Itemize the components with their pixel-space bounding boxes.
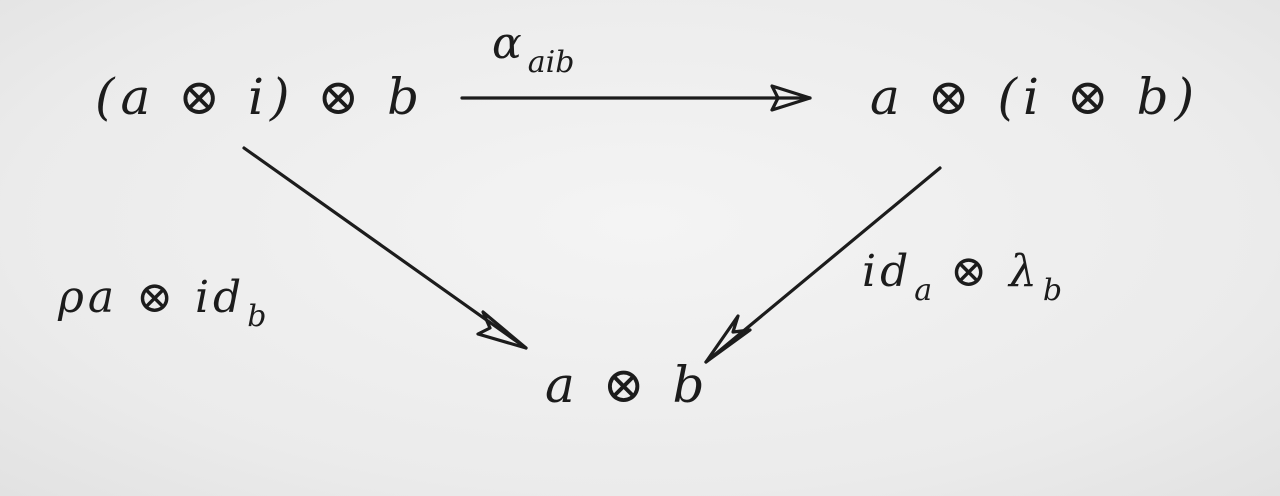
right-label-id: id <box>862 246 913 297</box>
right-label-id-subscript: a <box>914 273 933 308</box>
left-label-main: ρa ⊗ id <box>58 272 246 323</box>
arrow-label-left: ρa ⊗ idb <box>58 276 266 332</box>
arrow-associator <box>460 84 812 112</box>
arrow-label-right: ida ⊗ λb <box>862 250 1062 306</box>
associator-symbol: α <box>492 18 526 69</box>
right-label-subscript: b <box>1042 273 1063 308</box>
node-top-right: a ⊗ (i ⊗ b) <box>870 68 1201 126</box>
arrow-right-unitor-left <box>242 146 528 350</box>
associator-subscript: aib <box>527 45 575 80</box>
left-label-subscript: b <box>247 299 267 334</box>
right-label-main: ⊗ λ <box>932 246 1041 297</box>
node-top-left: (a ⊗ i) ⊗ b <box>95 68 426 126</box>
arrow-left-unitor-right <box>704 166 942 364</box>
arrow-label-associator: αaib <box>492 22 574 78</box>
node-bottom: a ⊗ b <box>545 356 711 414</box>
